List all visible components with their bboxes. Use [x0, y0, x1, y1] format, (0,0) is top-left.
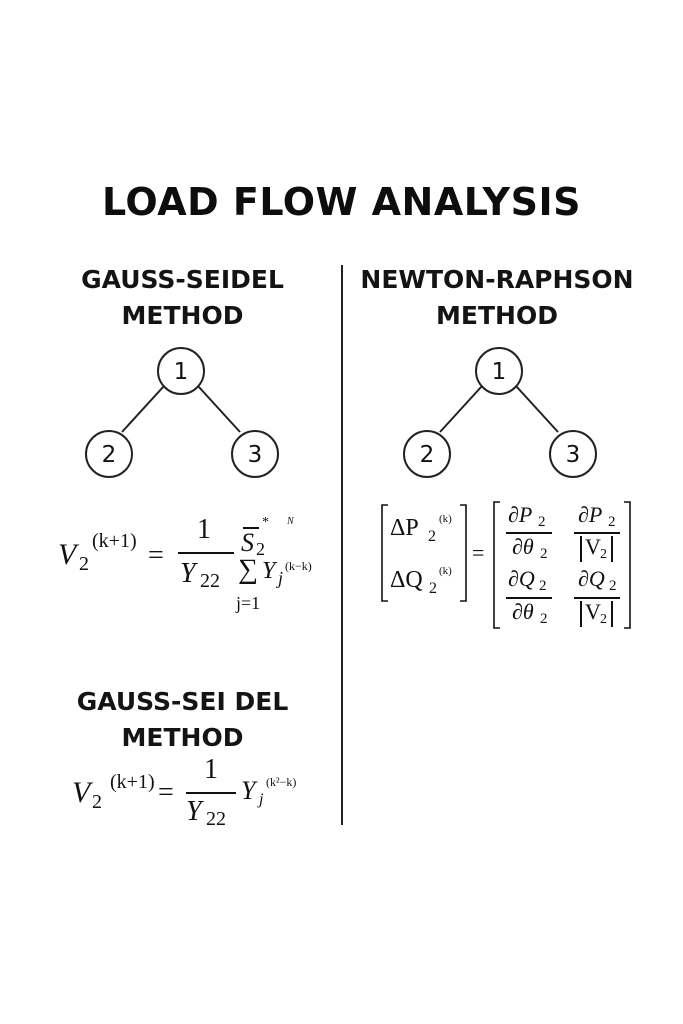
gauss-seidel-heading-2-line2: METHOD: [121, 723, 244, 752]
s-conjugate-mark: *: [262, 515, 269, 530]
y-subscript: j: [278, 568, 284, 588]
delta-p-superscript: (k): [439, 513, 452, 525]
bus-node-3: [549, 430, 597, 478]
lhs-subscript: 2: [79, 553, 89, 575]
newton-raphson-bus-diagram: 1 2 3: [403, 347, 597, 478]
j11-denominator-subscript: 2: [540, 546, 548, 562]
delta-p: ΔP: [390, 515, 419, 541]
newton-raphson-heading: NEWTON-RAPHSON METHOD: [352, 262, 642, 334]
j12-abs-right: [611, 536, 613, 562]
equals-sign: =: [158, 777, 174, 808]
fraction-denominator-subscript: 22: [206, 808, 226, 830]
y-subscript: j: [259, 791, 264, 808]
j12-denominator-subscript: 2: [600, 547, 607, 562]
j11-numerator-subscript: 2: [538, 514, 546, 530]
j22-abs-right: [611, 601, 613, 627]
edge-1-2: [439, 385, 483, 433]
sum-upper-limit: N: [287, 516, 294, 527]
delta-q-superscript: (k): [439, 565, 452, 577]
bus-node-2: [85, 430, 133, 478]
bus-node-2-label: 2: [420, 442, 435, 468]
fraction-denominator: Y: [180, 558, 196, 589]
equals-sign: =: [148, 540, 164, 571]
bus-node-3-label: 3: [566, 442, 581, 468]
lhs-subscript: 2: [92, 791, 102, 813]
fraction-denominator-subscript: 22: [200, 570, 220, 592]
gauss-seidel-heading-line1: GAUSS-SEIDEL: [81, 265, 284, 294]
y-superscript: (k−k): [285, 559, 312, 573]
lhs-superscript: (k+1): [92, 530, 137, 552]
edge-1-2: [121, 385, 165, 433]
gauss-seidel-heading-2: GAUSS-SEI DEL METHOD: [40, 684, 325, 756]
y-superscript: (k²−k): [266, 775, 297, 789]
page-title: LOAD FLOW ANALYSIS: [102, 180, 581, 224]
j21-denominator-subscript: 2: [540, 611, 548, 627]
j22-fraction-bar: [574, 597, 620, 599]
column-divider: [341, 265, 343, 825]
sum-lower-limit: j=1: [236, 593, 261, 613]
lhs-variable: V: [72, 776, 91, 809]
gauss-seidel-bus-diagram: 1 2 3: [85, 347, 279, 478]
j12-abs-left: [580, 536, 582, 562]
gauss-seidel-heading-2-line1: GAUSS-SEI DEL: [76, 687, 289, 716]
j21-denominator: ∂θ: [512, 599, 534, 624]
y-variable: Y: [241, 776, 256, 805]
fraction-numerator: 1: [204, 754, 218, 785]
gauss-seidel-heading: GAUSS-SEIDEL METHOD: [40, 262, 325, 334]
j22-numerator-subscript: 2: [609, 578, 617, 594]
j21-fraction-bar: [506, 597, 552, 599]
bus-node-3-label: 3: [248, 442, 263, 468]
s-subscript: 2: [256, 539, 265, 559]
bus-node-1-label: 1: [174, 359, 189, 385]
mismatch-vector-brackets: [381, 504, 467, 602]
delta-q-subscript: 2: [429, 580, 437, 597]
j11-fraction-bar: [506, 532, 552, 534]
j11-denominator: ∂θ: [512, 534, 534, 559]
j12-denominator: V: [585, 534, 601, 559]
j12-fraction-bar: [574, 532, 620, 534]
conjugate-bar: [243, 527, 259, 529]
j22-denominator-subscript: 2: [600, 612, 607, 627]
delta-p-subscript: 2: [428, 528, 436, 545]
newton-raphson-heading-line2: METHOD: [436, 301, 558, 330]
j22-abs-left: [580, 601, 582, 627]
bus-node-3: [231, 430, 279, 478]
bus-node-1: [475, 347, 523, 395]
sum-symbol: ∑: [238, 554, 258, 585]
edge-1-3: [197, 385, 241, 433]
y-variable: Y: [262, 558, 276, 584]
newton-raphson-heading-line1: NEWTON-RAPHSON: [360, 265, 634, 294]
fraction-bar: [186, 792, 236, 794]
j22-numerator: ∂Q: [578, 566, 605, 591]
fraction-denominator: Y: [186, 796, 202, 827]
j21-numerator-subscript: 2: [539, 578, 547, 594]
j22-denominator: V: [585, 599, 601, 624]
fraction-bar: [178, 552, 234, 554]
edge-1-3: [515, 385, 559, 433]
jacobian-brackets: [493, 501, 631, 629]
lhs-variable: V: [58, 538, 77, 571]
bus-node-2: [403, 430, 451, 478]
delta-q: ΔQ: [390, 567, 423, 593]
j11-numerator: ∂P: [508, 502, 533, 527]
bus-node-2-label: 2: [102, 442, 117, 468]
s-variable: S: [241, 528, 254, 557]
matrix-equals-sign: =: [472, 540, 485, 565]
fraction-numerator: 1: [197, 514, 211, 545]
j12-numerator-subscript: 2: [608, 514, 616, 530]
j21-numerator: ∂Q: [508, 566, 535, 591]
bus-node-1-label: 1: [492, 359, 507, 385]
j12-numerator: ∂P: [578, 502, 603, 527]
lhs-superscript: (k+1): [110, 771, 155, 793]
gauss-seidel-heading-line2: METHOD: [121, 301, 244, 330]
bus-node-1: [157, 347, 205, 395]
